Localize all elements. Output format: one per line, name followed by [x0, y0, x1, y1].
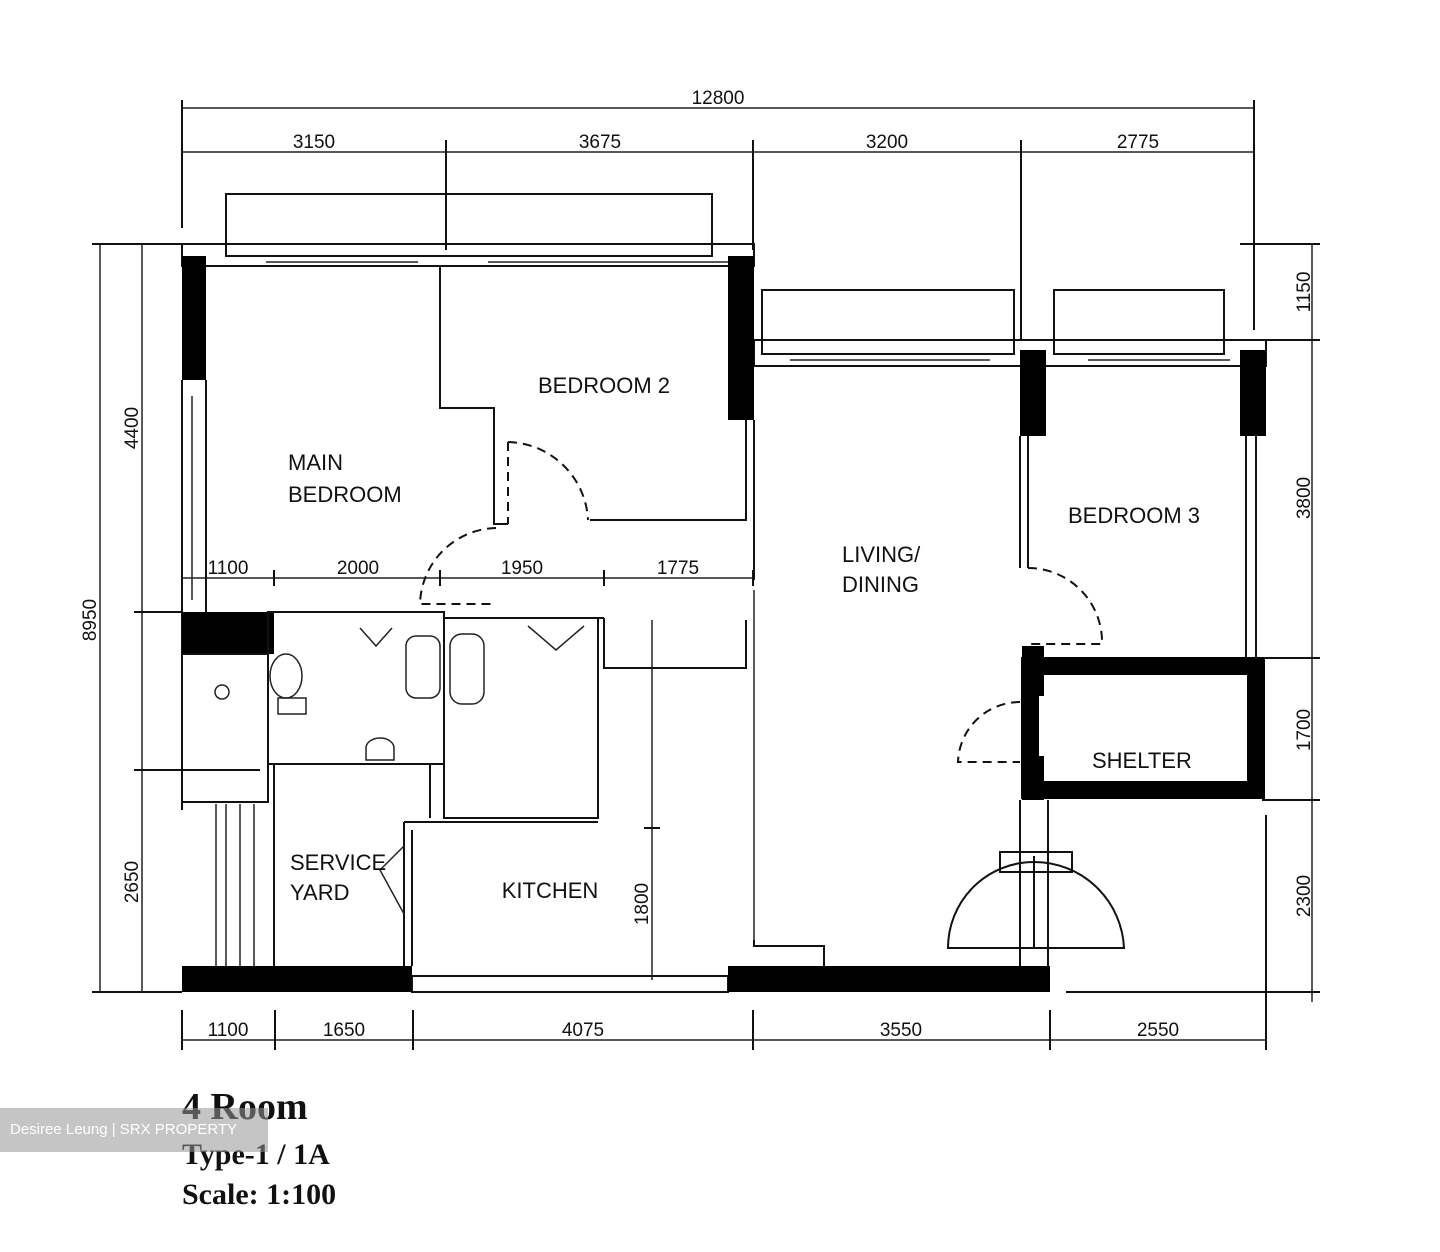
dim-mid-1: 1100 — [208, 558, 249, 579]
dim-right-3: 1700 — [1294, 709, 1315, 751]
dim-top-3: 3200 — [866, 132, 908, 153]
bottom-dimensions: 1100 1650 4075 3550 2550 — [181, 815, 1267, 1050]
kitchen-dimension: 1800 — [632, 620, 660, 980]
dim-top-4: 2775 — [1117, 132, 1159, 153]
label-shelter: SHELTER — [1092, 748, 1192, 773]
label-kitchen: KITCHEN — [502, 878, 599, 903]
dim-bottom-2: 1650 — [323, 1020, 365, 1041]
dim-left-1: 4400 — [122, 407, 143, 449]
left-dimensions: 8950 4400 2650 — [80, 243, 260, 993]
dim-bottom-4: 3550 — [880, 1020, 922, 1041]
door-swings — [359, 441, 1126, 949]
label-service-yard-line2: YARD — [290, 880, 350, 905]
plan-scale: Scale: 1:100 — [182, 1178, 337, 1211]
label-main-bedroom-line2: BEDROOM — [288, 482, 402, 507]
label-service-yard-line1: SERVICE — [290, 850, 386, 875]
walls — [181, 243, 1267, 993]
top-dimensions: 12800 3150 3675 3200 2775 — [181, 88, 1255, 340]
right-dimensions: 1150 3800 1700 2300 — [1066, 243, 1320, 1002]
label-living-line2: DINING — [842, 572, 919, 597]
dim-right-4: 2300 — [1294, 875, 1315, 917]
fixtures — [214, 633, 485, 761]
label-bedroom-2: BEDROOM 2 — [538, 373, 670, 398]
dim-left-total: 8950 — [80, 599, 101, 641]
dim-bottom-1: 1100 — [208, 1020, 249, 1041]
room-labels: BEDROOM 2 MAIN BEDROOM LIVING/ DINING BE… — [288, 373, 1200, 905]
dim-kitchen-depth: 1800 — [632, 883, 653, 925]
dim-mid-4: 1775 — [657, 558, 699, 579]
dim-mid-2: 2000 — [337, 558, 379, 579]
dim-bottom-5: 2550 — [1137, 1020, 1179, 1041]
watermark: Desiree Leung | SRX PROPERTY — [0, 1108, 268, 1152]
mid-dimensions: 1100 2000 1950 1775 — [181, 558, 754, 586]
dim-right-1: 1150 — [1294, 272, 1315, 313]
label-bedroom-3: BEDROOM 3 — [1068, 503, 1200, 528]
dim-right-2: 3800 — [1294, 477, 1315, 519]
dim-top-1: 3150 — [293, 132, 335, 153]
label-living-line1: LIVING/ — [842, 542, 921, 567]
dim-total-width: 12800 — [692, 88, 745, 109]
dim-left-2: 2650 — [122, 861, 143, 903]
label-main-bedroom-line1: MAIN — [288, 450, 343, 475]
dim-mid-3: 1950 — [501, 558, 543, 579]
dim-bottom-3: 4075 — [562, 1020, 604, 1041]
dim-top-2: 3675 — [579, 132, 621, 153]
planter-boxes — [225, 193, 1225, 355]
